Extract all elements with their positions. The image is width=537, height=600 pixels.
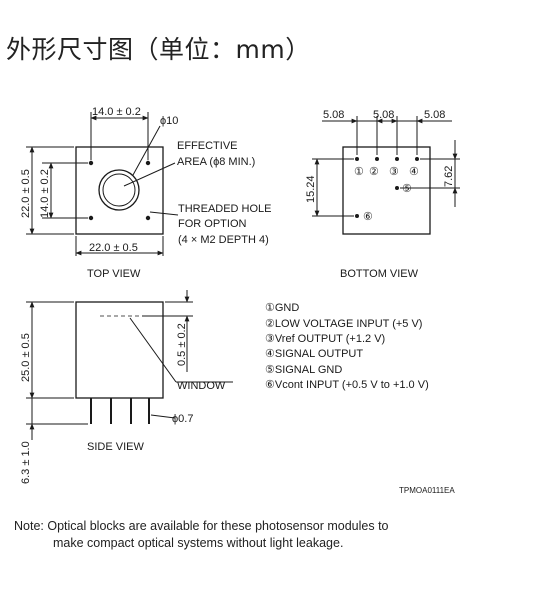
dim-vertical: 15.24 [305, 175, 317, 203]
effective-area-label: EFFECTIVE [177, 140, 238, 152]
pin-list-item: ③Vref OUTPUT (+1.2 V) [265, 333, 385, 345]
side-pin [148, 398, 150, 424]
window-label: WINDOW [177, 380, 226, 392]
threaded-hole-mark [88, 160, 94, 166]
threaded-hole-label-2: FOR OPTION [178, 218, 247, 230]
pin-number-3: ③ [389, 166, 399, 178]
side-view-body [75, 301, 164, 399]
pitch-label-1: 5.08 [323, 109, 344, 121]
dim-width-top: 14.0 ± 0.2 [92, 106, 141, 118]
dim-height-side: 25.0 ± 0.5 [20, 333, 32, 382]
dim-height-inner: 14.0 ± 0.2 [39, 169, 51, 218]
dim-width-bottom: 22.0 ± 0.5 [89, 242, 138, 254]
pitch-label-3: 5.08 [424, 109, 445, 121]
phi-label: ϕ10 [160, 115, 178, 127]
bottom-view-label: BOTTOM VIEW [340, 268, 419, 280]
pin-number-1: ① [354, 166, 364, 178]
pin-4 [415, 157, 419, 161]
pin-list-item: ④SIGNAL OUTPUT [265, 348, 363, 360]
threaded-hole-mark [145, 215, 151, 221]
bottom-view: 5.08 5.08 5.08 ① ② ③ ④ ⑤ ⑥ 15.24 7.62 BO… [305, 109, 460, 280]
threaded-hole-label-3: (4 × M2 DEPTH 4) [178, 234, 269, 246]
effective-area-label-2: AREA (ϕ8 MIN.) [177, 156, 255, 168]
note-line-1: Note: Optical blocks are available for t… [14, 519, 389, 533]
pin-number-6: ⑥ [363, 211, 373, 223]
window-outer-circle [98, 169, 140, 211]
page-title: 外形尺寸图（单位：mm） [6, 35, 311, 64]
pin-number-5: ⑤ [402, 183, 412, 195]
pin-5 [395, 186, 399, 190]
dim-height-outer: 22.0 ± 0.5 [20, 169, 32, 218]
window-inner-circle [102, 173, 136, 207]
bottom-view-body [342, 146, 431, 235]
pin-list: ①GND ②LOW VOLTAGE INPUT (+5 V) ③Vref OUT… [265, 302, 429, 391]
pin-diameter-label: ϕ0.7 [172, 413, 193, 425]
side-pin [130, 398, 132, 424]
pin-3 [395, 157, 399, 161]
pin-list-item: ②LOW VOLTAGE INPUT (+5 V) [265, 318, 422, 330]
pin-number-2: ② [369, 166, 379, 178]
side-view: 25.0 ± 0.5 6.3 ± 1.0 0.5 ± 0.2 WINDOW ϕ0… [20, 290, 233, 484]
dim-right: 7.62 [443, 166, 455, 187]
pin-1 [355, 157, 359, 161]
pin-6 [355, 214, 359, 218]
pin-2 [375, 157, 379, 161]
drawing-code: TPMOA0111EA [399, 486, 455, 495]
note-line-2: make compact optical systems without lig… [53, 536, 344, 550]
side-pin [110, 398, 112, 424]
dim-window: 0.5 ± 0.2 [176, 323, 188, 366]
top-view: 14.0 ± 0.2 ϕ10 EFFECTIVE AREA (ϕ8 MIN.) … [20, 106, 272, 280]
pin-list-item: ①GND [265, 302, 299, 314]
pin-number-4: ④ [409, 166, 419, 178]
threaded-hole-label: THREADED HOLE [178, 203, 272, 215]
pin-list-item: ⑤SIGNAL GND [265, 364, 342, 376]
note: Note: Optical blocks are available for t… [14, 518, 514, 552]
dim-pin-length: 6.3 ± 1.0 [20, 441, 32, 484]
top-view-label: TOP VIEW [87, 268, 141, 280]
threaded-hole-mark [145, 160, 151, 166]
side-pin [90, 398, 92, 424]
threaded-hole-mark [88, 215, 94, 221]
top-view-body [75, 146, 164, 235]
pitch-label-2: 5.08 [373, 109, 394, 121]
pin-list-item: ⑥Vcont INPUT (+0.5 V to +1.0 V) [265, 379, 429, 391]
side-view-label: SIDE VIEW [87, 441, 144, 453]
